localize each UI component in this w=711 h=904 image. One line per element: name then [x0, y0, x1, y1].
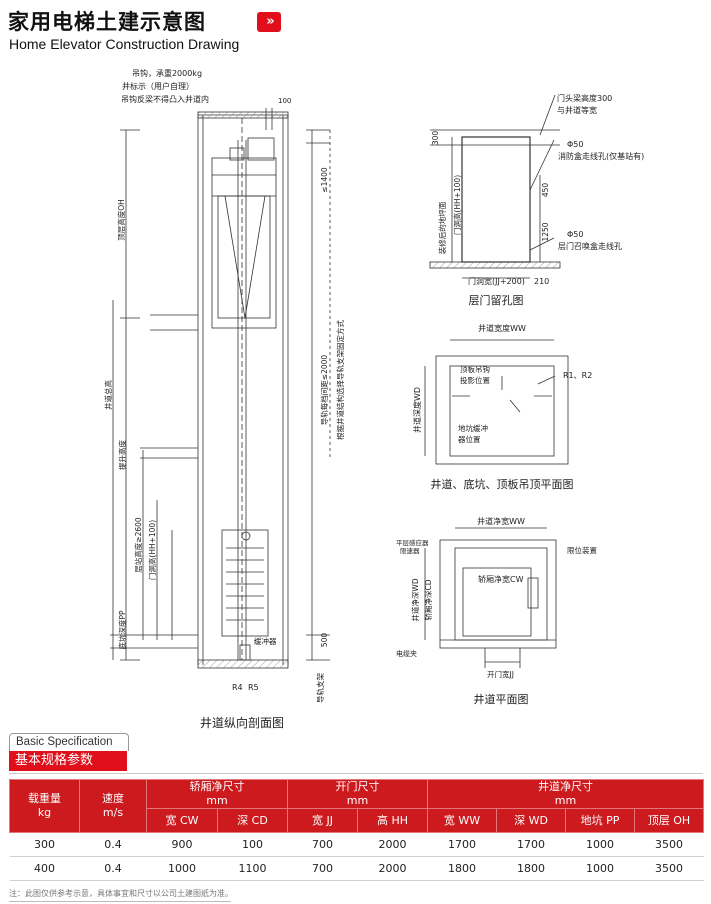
plan-hook-1: 顶板吊钩 — [460, 364, 490, 374]
plan2-cw: 轿厢净宽CW — [478, 574, 524, 584]
label-buffer: 缓冲器 — [254, 636, 277, 646]
hook-note-2: 井标示（用户自理） — [122, 81, 194, 91]
caption-door: 层门留孔图 — [469, 293, 524, 307]
header-cd: 深 CD — [217, 808, 288, 833]
hole2-dia: Φ50 — [567, 230, 583, 239]
header-hh: 高 HH — [357, 808, 428, 833]
plan2-wd: 井道净深WD — [410, 578, 420, 621]
plan2-limit: 限位装置 — [567, 545, 597, 555]
table-cell: 0.4 — [79, 832, 147, 857]
table-cell: 400 — [9, 856, 80, 881]
table-cell: 2000 — [357, 856, 428, 881]
caption-section: 井道纵向剖面图 — [200, 715, 284, 730]
table-cell: 1800 — [427, 856, 497, 881]
table-cell: 1000 — [565, 856, 635, 881]
plan2-sensor-2: 限速器 — [400, 546, 420, 555]
label-r5: R5 — [248, 683, 259, 692]
header-cw: 宽 CW — [146, 808, 218, 833]
dim-300: 300 — [431, 131, 440, 146]
header-pp: 地坑 PP — [565, 808, 635, 833]
table-cell: 0.4 — [79, 856, 147, 881]
plan2-cd: 轿厢净深CD — [423, 579, 433, 620]
header-ww: 宽 WW — [427, 808, 497, 833]
plan-wd: 井道深度WD — [412, 387, 422, 433]
table-cell: 700 — [287, 832, 358, 857]
label-rail-bracket: 导轨支架 — [315, 673, 325, 703]
plan-r1r2: R1、R2 — [563, 371, 592, 380]
label-door-height: 门洞高(HH+100) — [147, 520, 157, 580]
plan-hook-2: 投影位置 — [460, 375, 490, 385]
dim-100: 100 — [278, 97, 291, 105]
label-door-h: 门洞高(HH+100) — [452, 175, 462, 235]
table-cell: 3500 — [634, 832, 704, 857]
divider — [9, 773, 703, 774]
hook-note-1: 吊钩，承重2000kg — [132, 68, 202, 78]
label-r4: R4 — [232, 683, 243, 692]
table-cell: 700 — [287, 856, 358, 881]
plan2-sensor-1: 平层感应器 — [396, 538, 429, 547]
plan-buffer-1: 地坑缓冲 — [458, 423, 488, 433]
beam-note-2: 与井道等宽 — [557, 105, 597, 115]
label-rail-bracket-method: 根据井道结构选择导轨支架固定方式 — [335, 320, 345, 440]
table-cell: 900 — [146, 832, 218, 857]
hook-note-3: 吊钩反梁不得凸入井道内 — [121, 94, 209, 104]
table-cell: 300 — [9, 832, 80, 857]
label-total: 井道总高 — [103, 380, 113, 410]
spec-tab: Basic Specification 基本规格参数 — [9, 733, 129, 771]
page-subtitle: Home Elevator Construction Drawing — [9, 36, 240, 52]
table-cell: 1100 — [217, 856, 288, 881]
header-wd: 深 WD — [496, 808, 566, 833]
table-row: 300 0.4 900 100 700 2000 1700 1700 1000 … — [9, 832, 704, 857]
hole1-desc: 消防盒走线孔(仅基站有) — [558, 151, 644, 161]
plan-buffer-2: 器位置 — [458, 434, 481, 444]
label-oh: 顶层高度OH — [116, 199, 126, 241]
table-cell: 1700 — [496, 832, 566, 857]
double-chevron-right-icon: » — [257, 12, 281, 32]
table-cell: 2000 — [357, 832, 428, 857]
hole2-desc: 层门召唤盒走线孔 — [558, 241, 622, 251]
dim-500: 500 — [320, 633, 329, 648]
plan-ww: 井道宽度WW — [478, 323, 526, 333]
plan2-cable: 电缆夹 — [396, 649, 417, 658]
table-cell: 1000 — [565, 832, 635, 857]
header-oh: 顶层 OH — [634, 808, 704, 833]
label-travel: 提升高度 — [117, 440, 127, 470]
label-rail: 导轨每档间距≤2000 — [319, 355, 329, 426]
table-cell: 3500 — [634, 856, 704, 881]
label-finished-floor: 装修后的地坪面 — [437, 201, 447, 254]
plan2-ww: 井道净宽WW — [477, 516, 525, 526]
table-cell: 1800 — [496, 856, 566, 881]
spec-tab-en: Basic Specification — [9, 733, 129, 751]
label-pit: 底坑深度PP — [117, 610, 127, 650]
table-cell: 1000 — [146, 856, 218, 881]
hole1-dia: Φ50 — [567, 140, 583, 149]
page-title: 家用电梯土建示意图 — [8, 10, 206, 34]
footer-divider — [9, 901, 231, 902]
spec-tab-cn: 基本规格参数 — [9, 751, 127, 771]
table-cell: 100 — [217, 832, 288, 857]
header-jj: 宽 JJ — [287, 808, 358, 833]
dim-le1400: ≤1400 — [320, 167, 329, 193]
construction-drawings: 吊钩，承重2000kg 井标示（用户自理） 吊钩反梁不得凸入井道内 100 顶层… — [103, 68, 644, 730]
beam-note-1: 门头梁高度300 — [557, 93, 612, 103]
table-cell: 1700 — [427, 832, 497, 857]
dim-450: 450 — [541, 183, 550, 198]
label-floor: 层站高度≥2600 — [133, 517, 143, 573]
caption-shaft-plan: 井道平面图 — [474, 692, 529, 706]
table-row: 400 0.4 1000 1100 700 2000 1800 1800 100… — [9, 856, 704, 881]
caption-plan: 井道、底坑、顶板吊顶平面图 — [431, 477, 574, 491]
dim-210: 210 — [534, 277, 549, 286]
dim-1250: 1250 — [541, 222, 550, 241]
footer-note: 注：此图仅供参考示意，具体事宜和尺寸以公司土建图纸为准。 — [9, 889, 233, 898]
label-door-w: 门洞宽(JJ+200) — [468, 276, 525, 286]
plan2-jj: 开门宽JJ — [487, 669, 514, 679]
